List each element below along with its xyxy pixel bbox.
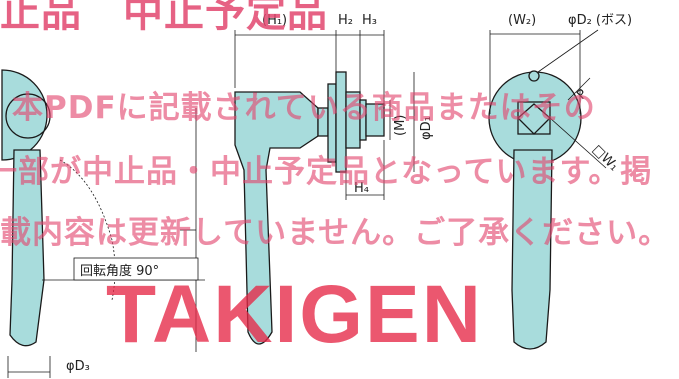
label-d3: φD₃ bbox=[66, 359, 90, 374]
label-rotation-angle: 回転角度 90° bbox=[80, 263, 159, 279]
right-view-handle bbox=[488, 70, 582, 350]
label-h4: H₄ bbox=[354, 181, 369, 196]
left-view-handle bbox=[1, 69, 51, 347]
label-w2: (W₂) bbox=[508, 13, 536, 28]
label-square-w1: □W₁ bbox=[589, 142, 621, 174]
label-d1: φD₁ bbox=[419, 116, 434, 140]
middle-view-dims bbox=[180, 30, 415, 352]
label-h1: (H₁) bbox=[262, 13, 287, 28]
label-m: (M) bbox=[393, 115, 408, 136]
right-view-dims bbox=[489, 29, 607, 169]
label-h3: H₃ bbox=[362, 13, 377, 28]
label-d2-boss: φD₂ (ボス) bbox=[568, 13, 632, 28]
rotation-angle-box: 回転角度 90° bbox=[73, 257, 199, 281]
middle-view-lever bbox=[234, 71, 385, 345]
label-h2: H₂ bbox=[338, 13, 353, 28]
